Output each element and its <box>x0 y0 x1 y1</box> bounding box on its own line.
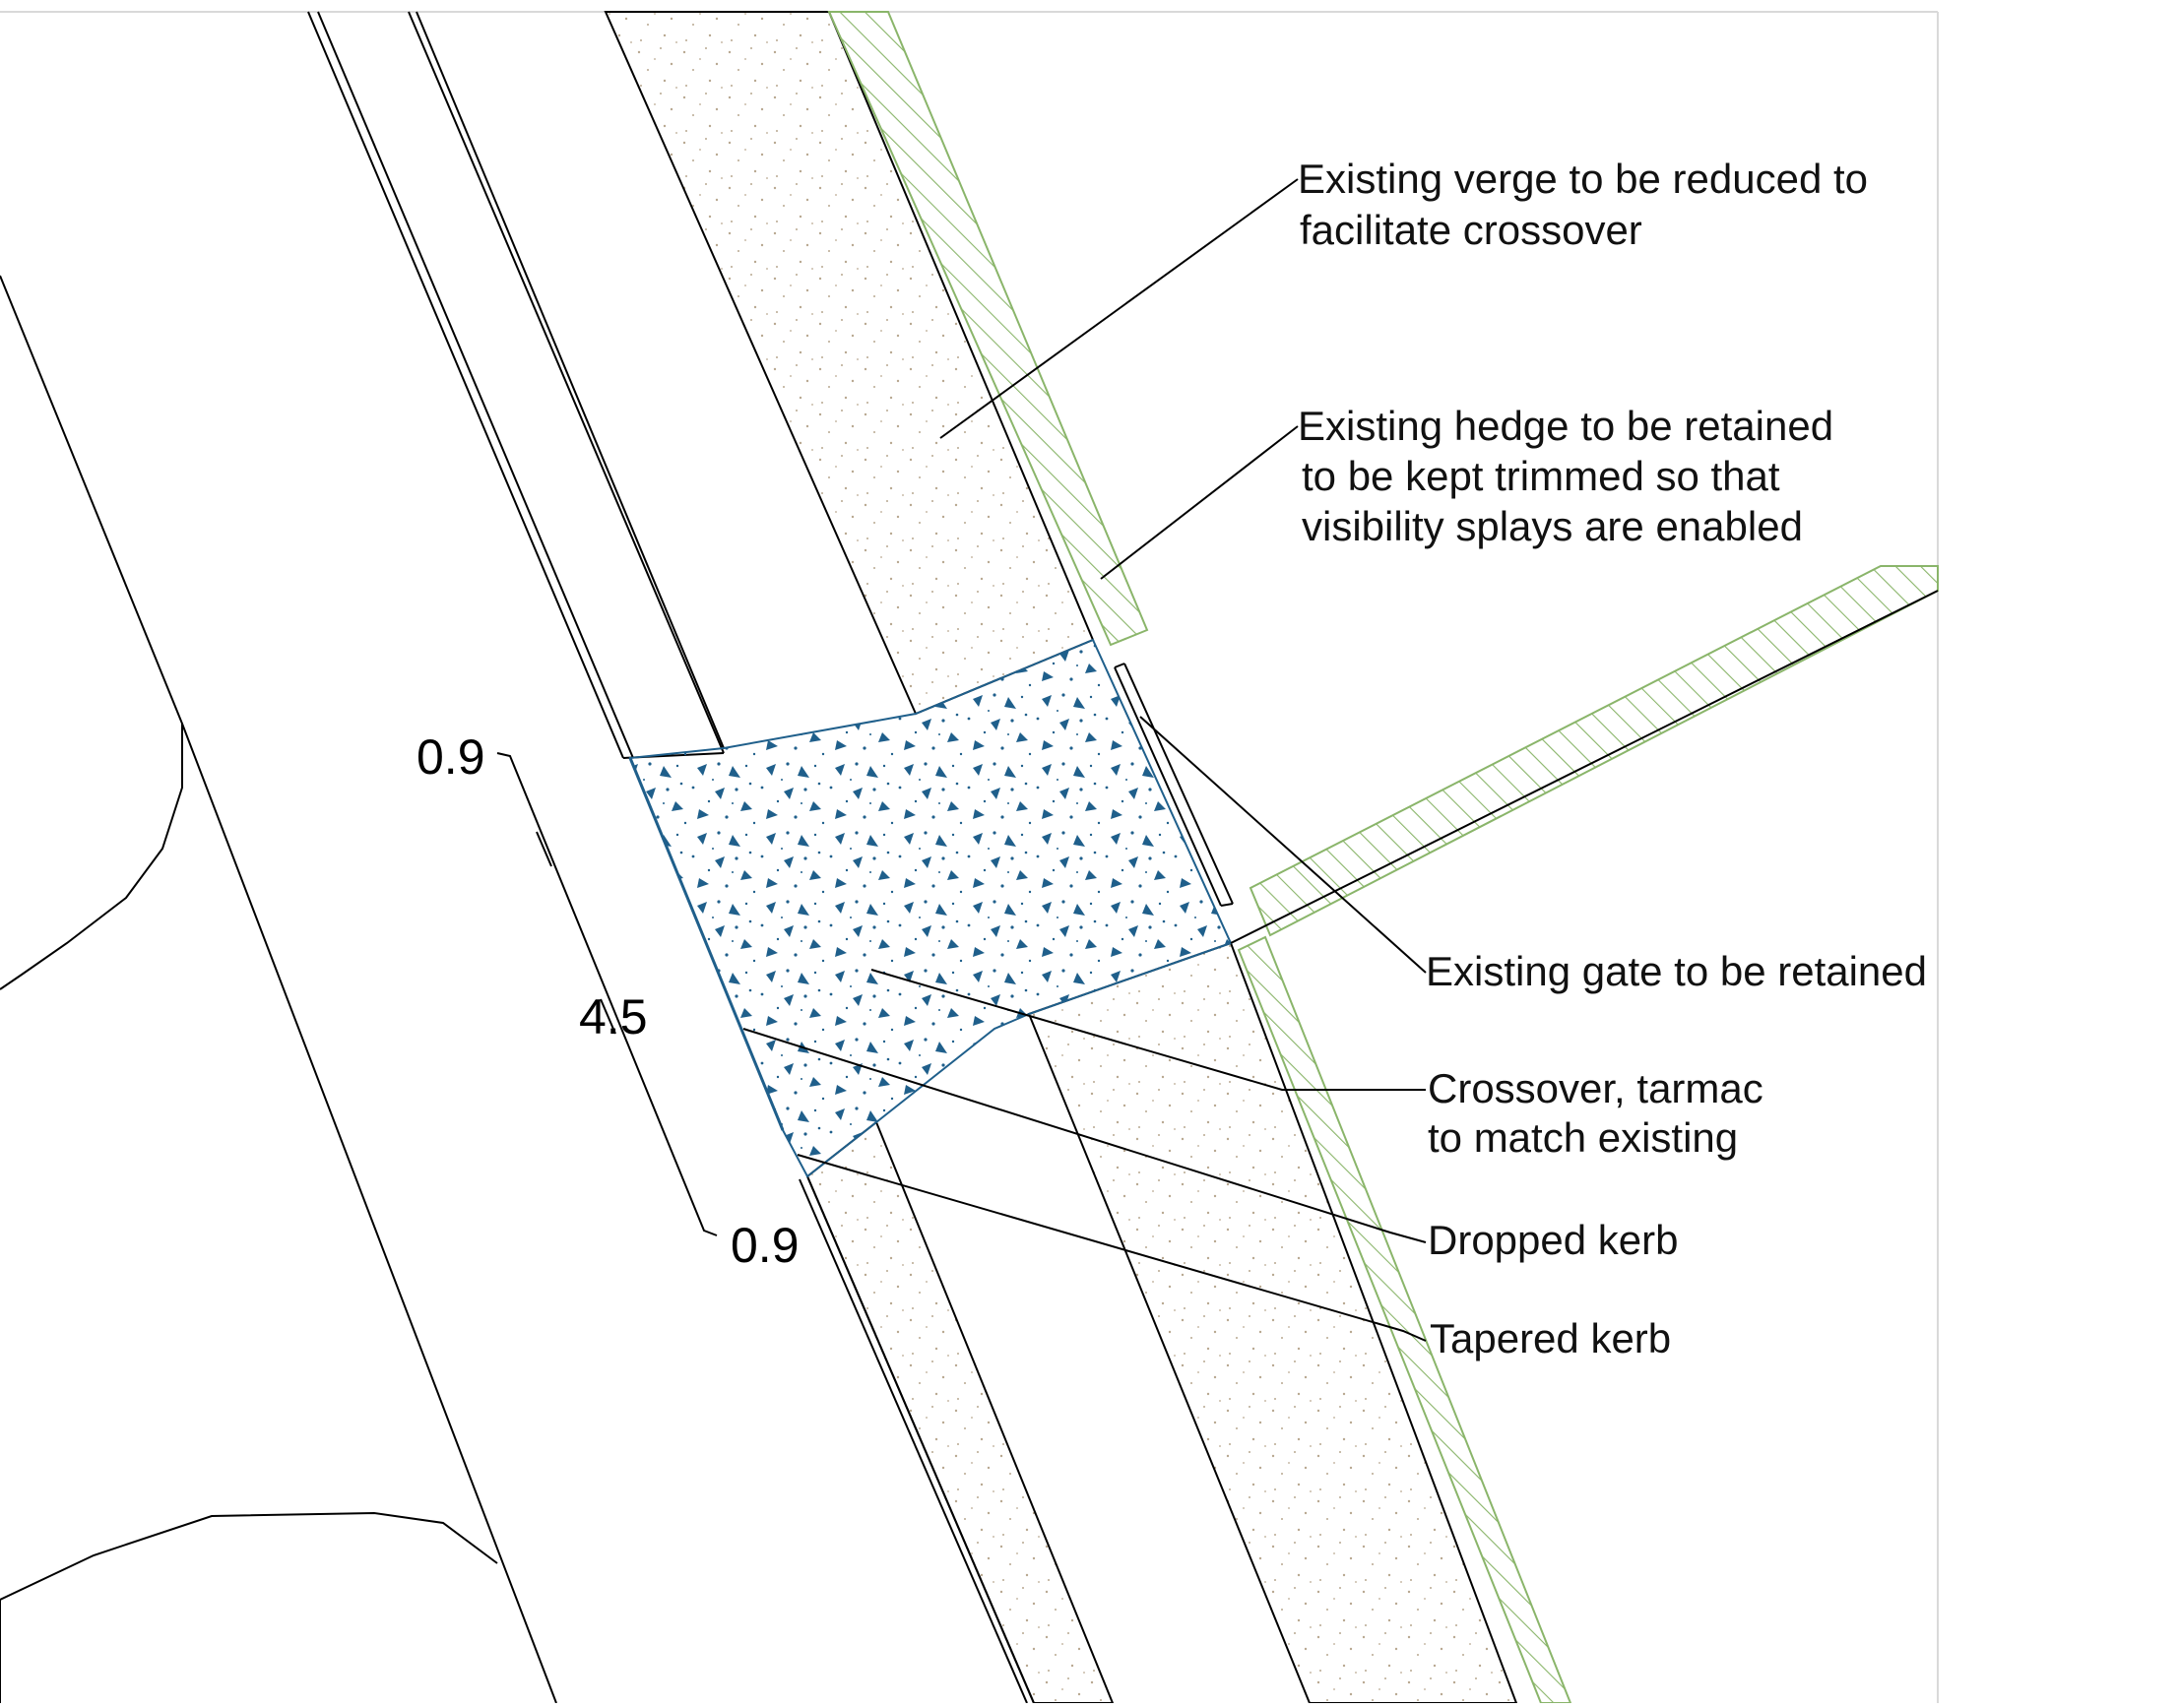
carriageway-edges <box>307 11 1035 1704</box>
label-hedge-line3: visibility splays are enabled <box>1302 503 1803 549</box>
dim-bottom-taper: 0.9 <box>731 1218 800 1273</box>
label-gate: Existing gate to be retained <box>1426 948 1927 994</box>
label-hedge-line1: Existing hedge to be retained <box>1298 403 1833 449</box>
crossover-tarmac <box>628 638 1233 1178</box>
label-crossover-line1: Crossover, tarmac <box>1428 1065 1763 1111</box>
junction-linework <box>0 275 557 1704</box>
dim-top-taper: 0.9 <box>417 729 485 785</box>
label-verge-line1: Existing verge to be reduced to <box>1298 156 1868 202</box>
label-hedge-line2: to be kept trimmed so that <box>1302 453 1780 499</box>
dim-crossover-width: 4.5 <box>579 989 648 1044</box>
dimension-line <box>496 752 718 1236</box>
label-tapered-kerb: Tapered kerb <box>1430 1315 1671 1361</box>
label-crossover-line2: to match existing <box>1428 1114 1738 1161</box>
kerb-line <box>628 757 785 1131</box>
leader-lines <box>742 178 1427 1342</box>
existing-gate <box>1114 663 1234 907</box>
label-dropped-kerb: Dropped kerb <box>1428 1217 1678 1263</box>
label-verge-line2: facilitate crossover <box>1300 207 1642 253</box>
hedge-hatch <box>827 11 1939 1704</box>
